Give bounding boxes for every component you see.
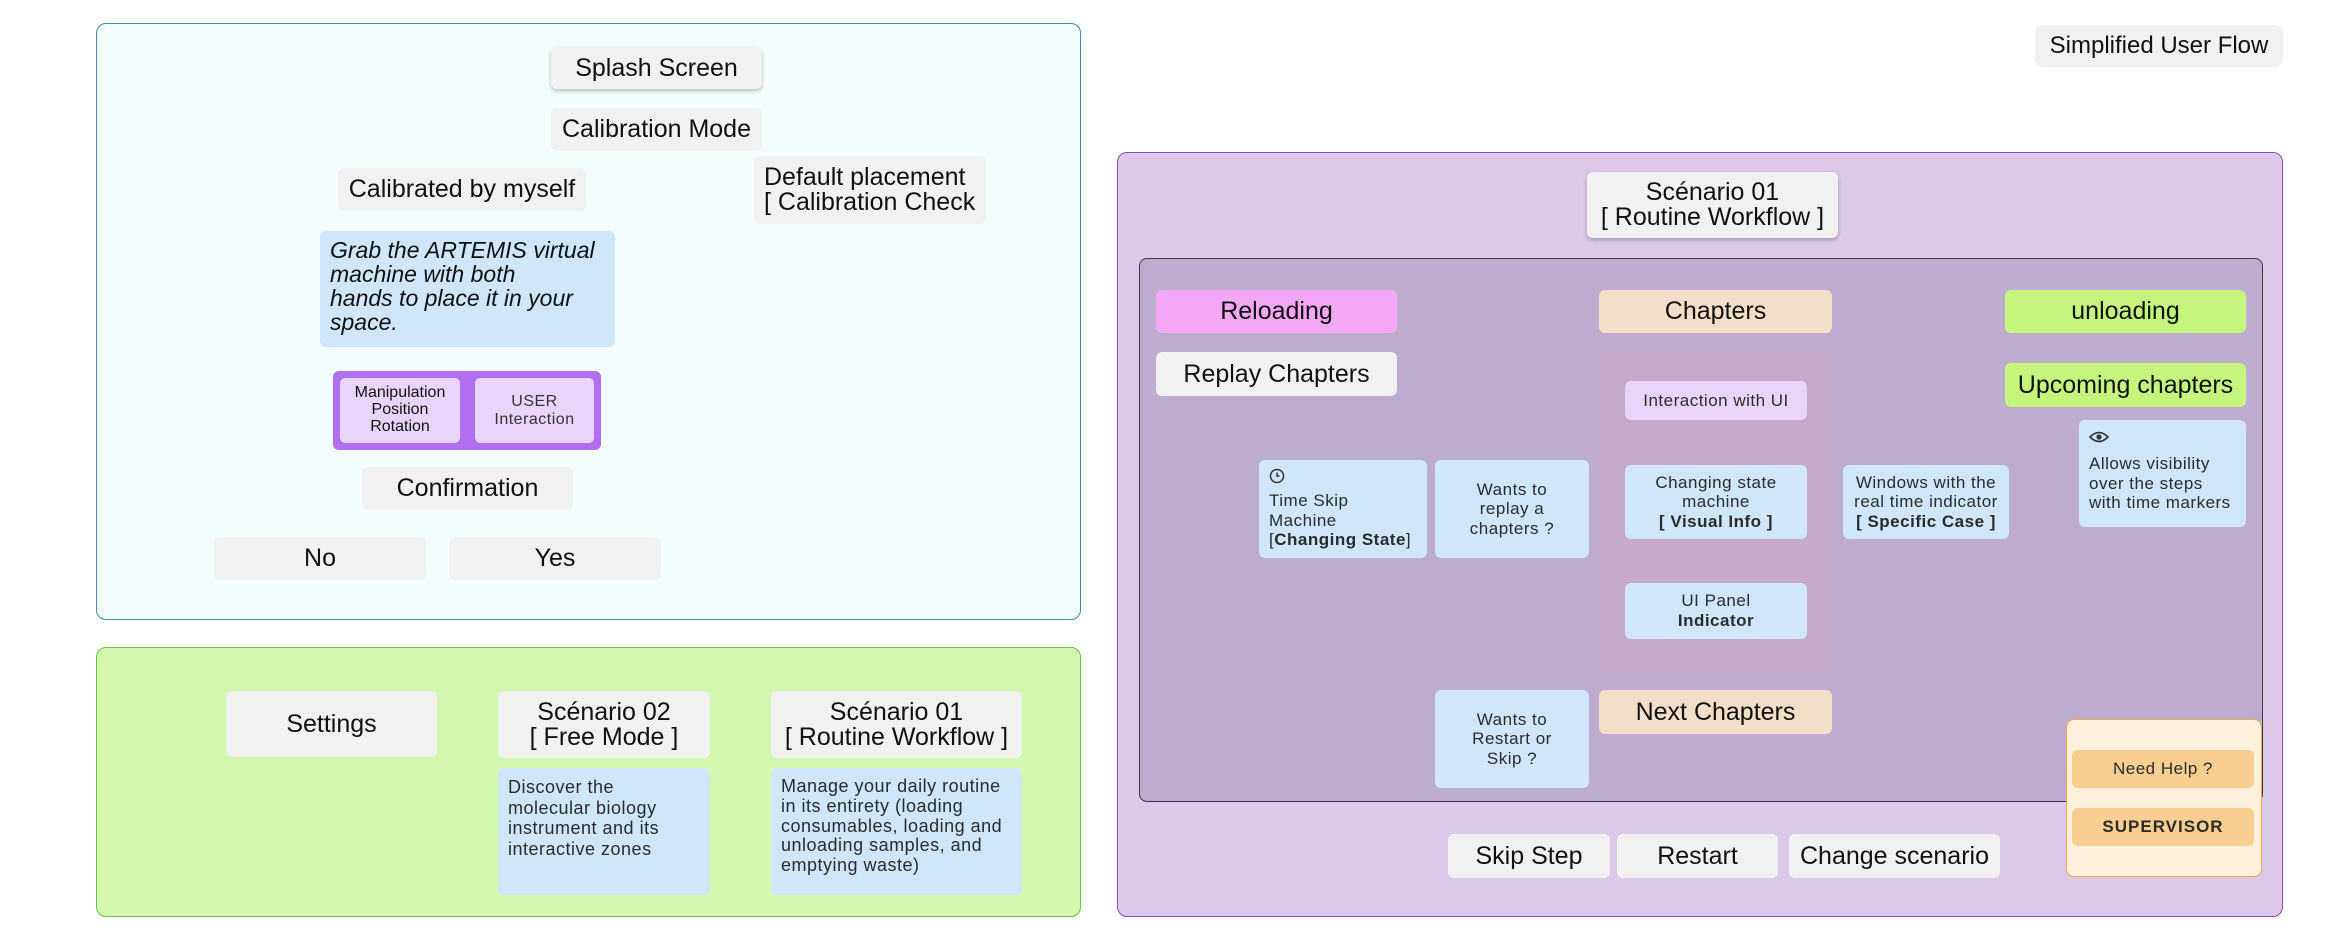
restart-node: Restart — [1617, 834, 1778, 878]
routine-header-line1: Scénario 01 — [1645, 178, 1780, 206]
routine-header-line2: [ Routine Workflow ] — [1600, 203, 1825, 231]
scenario01-line1: Scénario 01 — [829, 697, 964, 726]
scenario02-desc-line1: Discover the — [508, 777, 615, 797]
grab-note-line2: machine with both — [330, 261, 516, 288]
manipulation-line3: Rotation — [370, 417, 430, 435]
calibrated-by-myself-node: Calibrated by myself — [338, 168, 586, 211]
allows-line1: Allows visibility — [2089, 454, 2210, 473]
grab-machine-note: Grab the ARTEMIS virtual machine with bo… — [320, 231, 615, 347]
manipulation-line2: Position — [371, 401, 429, 419]
scenario01-desc-line4: unloading samples, and — [781, 835, 983, 856]
calibration-mode-node: Calibration Mode — [551, 108, 762, 151]
scenario01-line2: [ Routine Workflow ] — [784, 722, 1009, 751]
help-panel — [2066, 719, 2262, 877]
splash-screen-node: Splash Screen — [551, 47, 762, 89]
grab-note-line4: space. — [330, 309, 398, 336]
windows-indicator-node: Windows with the real time indicator [ S… — [1843, 465, 2009, 539]
ui-panel-line2: Indicator — [1677, 611, 1755, 630]
time-skip-bracket-open: [ — [1269, 530, 1275, 550]
scenario01-description: Manage your daily routine in its entiret… — [771, 768, 1022, 895]
scenario01-desc-line3: consumables, loading and — [781, 815, 1003, 836]
time-skip-bracket-close: ] — [1405, 530, 1412, 550]
need-help-label: Need Help ? — [2112, 759, 2213, 779]
allows-visibility-node: Allows visibility over the steps with ti… — [2079, 420, 2246, 527]
no-node: No — [214, 537, 426, 580]
allows-line3: with time markers — [2089, 493, 2231, 513]
changing-state-node: Changing state machine [ Visual Info ] — [1625, 465, 1807, 539]
time-skip-bold: Changing State — [1274, 530, 1406, 550]
scenario02-line2: [ Free Mode ] — [529, 722, 679, 751]
need-help-button[interactable]: Need Help ? — [2072, 750, 2254, 788]
scenario02-node: Scénario 02 [ Free Mode ] — [498, 691, 710, 758]
time-skip-node: Time Skip Machine [Changing State] — [1259, 460, 1427, 558]
time-skip-line1: Time Skip — [1269, 491, 1349, 510]
wants-restart-line3: Skip ? — [1486, 748, 1538, 768]
settings-node: Settings — [226, 691, 437, 757]
scenario01-desc-line2: in its entirety (loading — [781, 795, 964, 816]
wants-restart-node: Wants to Restart or Skip ? — [1435, 690, 1589, 788]
user-interaction-line2: Interaction — [494, 410, 575, 428]
scenario01-desc-line5: emptying waste) — [781, 855, 920, 876]
scenario02-desc-line4: interactive zones — [508, 839, 652, 860]
scenario02-desc-line2: molecular biology — [508, 797, 657, 818]
changing-state-line1: Changing state — [1655, 472, 1777, 492]
confirmation-node: Confirmation — [362, 467, 573, 510]
skip-step-node: Skip Step — [1448, 834, 1610, 878]
grab-note-line1: Grab the ARTEMIS virtual — [330, 237, 595, 263]
wants-replay-line1: Wants to — [1476, 479, 1548, 499]
reloading-node: Reloading — [1156, 290, 1397, 333]
next-chapters-node: Next Chapters — [1599, 690, 1832, 734]
chapters-node: Chapters — [1599, 290, 1832, 333]
replay-chapters-node: Replay Chapters — [1156, 352, 1397, 396]
wants-restart-line2: Restart or — [1472, 729, 1552, 749]
interaction-ui-label: Interaction with UI — [1643, 390, 1789, 410]
windows-line2: real time indicator — [1854, 492, 1998, 512]
wants-restart-line1: Wants to — [1476, 709, 1548, 729]
manipulation-line1: Manipulation — [354, 384, 446, 402]
unloading-node: unloading — [2005, 290, 2246, 333]
wants-replay-line3: chapters ? — [1469, 518, 1555, 538]
changing-state-line3: [ Visual Info ] — [1659, 511, 1773, 531]
ui-panel-node: UI Panel Indicator — [1625, 583, 1807, 639]
change-scenario-node: Change scenario — [1789, 834, 2000, 878]
supervisor-label: SUPERVISOR — [2102, 817, 2224, 837]
changing-state-line2: machine — [1682, 492, 1750, 512]
yes-node: Yes — [449, 537, 661, 580]
default-placement-line1: Default placement — [764, 163, 966, 191]
wants-replay-node: Wants to replay a chapters ? — [1435, 460, 1589, 558]
user-interaction-line1: USER — [511, 392, 558, 410]
user-interaction-node: USER Interaction — [475, 378, 594, 443]
ui-panel-line1: UI Panel — [1681, 591, 1751, 611]
time-skip-line3: [Changing State] — [1269, 530, 1417, 550]
diagram-title: Simplified User Flow — [2035, 25, 2283, 67]
scenario02-description: Discover the molecular biology instrumen… — [498, 768, 710, 895]
allows-line2: over the steps — [2089, 473, 2203, 493]
supervisor-button[interactable]: SUPERVISOR — [2072, 808, 2254, 846]
eye-icon — [2088, 429, 2236, 448]
routine-header-node: Scénario 01 [ Routine Workflow ] — [1587, 172, 1838, 238]
interaction-ui-node: Interaction with UI — [1625, 381, 1807, 420]
grab-note-line3: hands to place it in your — [330, 285, 573, 312]
upcoming-chapters-node: Upcoming chapters — [2005, 363, 2246, 407]
scenario02-line1: Scénario 02 — [537, 697, 671, 726]
scenario02-desc-line3: instrument and its — [508, 818, 660, 839]
default-placement-node: Default placement [ Calibration Check — [754, 156, 986, 224]
manipulation-node: Manipulation Position Rotation — [340, 378, 460, 443]
scenario01-node: Scénario 01 [ Routine Workflow ] — [771, 691, 1022, 758]
wants-replay-line2: replay a — [1479, 499, 1545, 519]
time-skip-line2: Machine — [1269, 510, 1337, 530]
windows-line3: [ Specific Case ] — [1856, 511, 1996, 531]
windows-line1: Windows with the — [1855, 472, 1997, 492]
default-placement-line2: [ Calibration Check — [764, 188, 976, 216]
scenario01-desc-line1: Manage your daily routine — [781, 776, 1001, 796]
clock-icon — [1269, 468, 1417, 487]
